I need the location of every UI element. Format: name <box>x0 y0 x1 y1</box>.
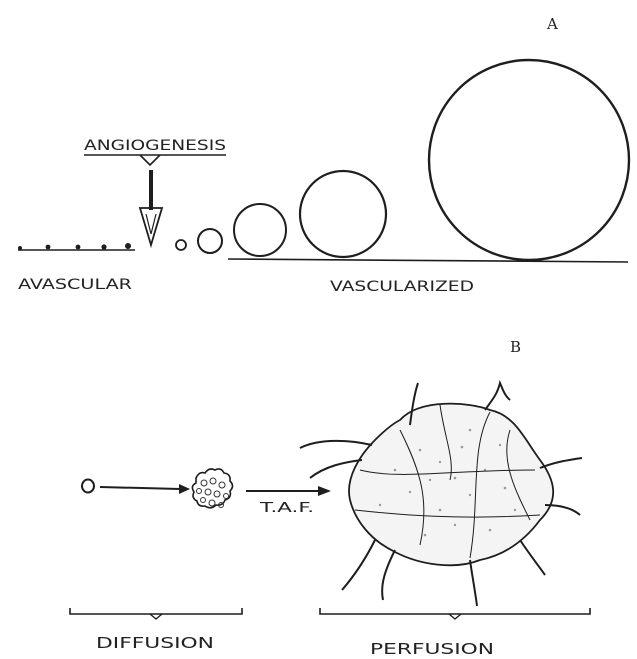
nodule <box>46 245 51 250</box>
avascular-label: AVASCULAR <box>18 277 132 293</box>
nodule <box>101 244 106 249</box>
vessel <box>485 383 510 410</box>
tumor-sphere <box>300 171 386 257</box>
taf-label: T.A.F. <box>258 501 314 516</box>
nodule <box>18 246 22 250</box>
diffusion-label: DIFFUSION <box>96 634 214 652</box>
angiogenesis-marker <box>84 155 226 245</box>
panel-a-letter: A <box>546 15 558 33</box>
vascularized-label: VASCULARIZED <box>330 279 474 295</box>
vascularized-spheres <box>176 60 629 260</box>
vessel <box>540 458 582 468</box>
vessel <box>470 560 477 606</box>
perfusion-brace <box>320 608 590 614</box>
panel-b-letter: B <box>510 338 521 356</box>
perfusion-label: PERFUSION <box>370 640 494 658</box>
angiogenesis-bracket-notch <box>140 155 160 165</box>
vessel <box>300 441 372 448</box>
vessel <box>342 540 375 590</box>
panel-a: A ANGIOGENESIS AVASCUL <box>18 15 629 295</box>
panel-b: B T.A.F. <box>70 338 590 658</box>
tumor-sphere <box>429 60 629 260</box>
diffusion-arrow-head <box>179 484 190 494</box>
tumor-sphere <box>198 229 222 253</box>
angiogenesis-label: ANGIOGENESIS <box>84 138 226 154</box>
vascularized-tumor <box>300 383 582 606</box>
taf-arrow-head <box>318 486 331 496</box>
vessel <box>520 540 545 575</box>
tumor-mass <box>349 404 553 566</box>
angiogenesis-arrow-head <box>140 208 162 245</box>
avascular-cluster <box>192 469 232 508</box>
avascular-nodules <box>18 243 131 250</box>
tumor-sphere <box>176 240 186 250</box>
nodule <box>76 245 81 250</box>
vascularized-baseline <box>228 259 628 262</box>
diffusion-arrow-shaft <box>100 487 180 489</box>
nodule <box>125 243 131 249</box>
single-cell <box>82 480 94 493</box>
diffusion-brace <box>70 608 242 614</box>
tumor-sphere <box>234 204 286 256</box>
vessel <box>382 550 395 600</box>
